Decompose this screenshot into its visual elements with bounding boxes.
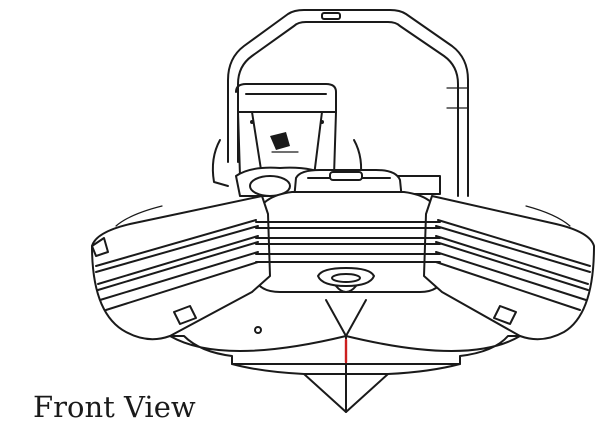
lower-hull <box>169 299 521 413</box>
right-tube <box>423 195 595 341</box>
view-caption: Front View <box>33 390 196 424</box>
towing-eye <box>317 267 375 293</box>
bow-tube <box>255 221 441 263</box>
tube-patches <box>173 305 517 334</box>
boat-arch <box>227 9 469 197</box>
left-tube <box>91 195 271 341</box>
